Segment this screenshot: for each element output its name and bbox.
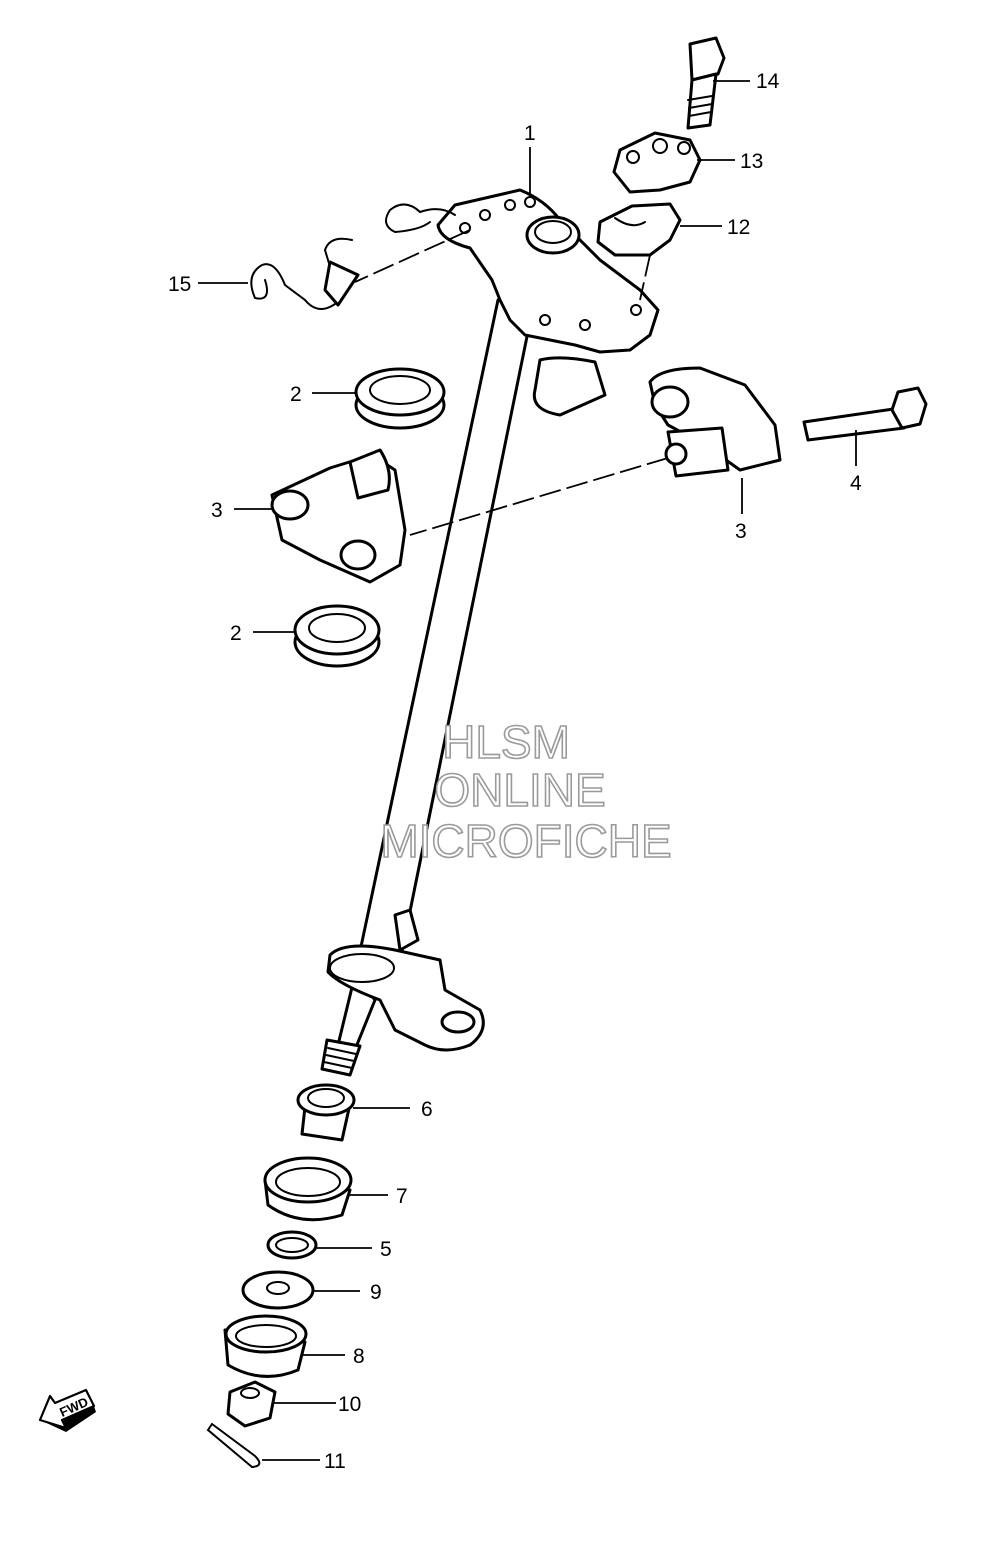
holder-3-left	[270, 448, 407, 584]
callout-4: 4	[850, 472, 862, 495]
callout-15: 15	[168, 273, 191, 296]
bolt-14	[686, 36, 726, 130]
callout-7: 7	[396, 1185, 408, 1208]
nut-10	[226, 1380, 277, 1428]
fwd-arrow-icon: FWD	[38, 1388, 96, 1432]
callout-9: 9	[370, 1281, 382, 1304]
top-plate	[436, 188, 660, 417]
callout-8: 8	[353, 1345, 365, 1368]
spring-clip	[250, 203, 456, 310]
o-ring-5	[266, 1230, 318, 1260]
assembly-lines	[354, 229, 669, 536]
callout-10: 10	[338, 1393, 361, 1416]
callout-14: 14	[756, 70, 780, 93]
holder-3-right	[648, 366, 782, 478]
watermark-line-1: HLSM	[442, 716, 570, 768]
callout-11: 11	[324, 1450, 346, 1473]
lower-clamp-12	[596, 202, 682, 257]
callout-labels: 14 13 12 1 15 2 4 3 3 2 6 7 5 9 8 10 11	[168, 70, 862, 1473]
callout-13: 13	[740, 150, 763, 173]
bolt-4	[802, 386, 928, 442]
callout-12: 12	[727, 216, 750, 239]
callout-2-lower: 2	[230, 622, 242, 645]
steering-shaft	[320, 298, 534, 1077]
collar-6	[296, 1083, 356, 1142]
cup-8	[223, 1314, 308, 1378]
watermark-line-3: MICROFICHE	[380, 815, 671, 867]
callout-6: 6	[421, 1098, 433, 1121]
watermark-line-2: ONLINE	[434, 764, 605, 816]
washer-9	[241, 1270, 315, 1310]
cotter-pin-11	[206, 1422, 261, 1469]
upper-clamp-13	[612, 131, 702, 194]
callout-3-right: 3	[735, 520, 747, 543]
bushing-2-lower	[293, 604, 381, 668]
leader-lines	[198, 80, 857, 1461]
seal-7	[263, 1156, 353, 1222]
bushing-2-upper	[354, 367, 446, 430]
callout-5: 5	[380, 1238, 392, 1261]
callout-2-upper: 2	[290, 383, 302, 406]
callout-3-left: 3	[211, 499, 223, 522]
watermark: HLSM ONLINE MICROFICHE	[380, 715, 673, 868]
callout-1: 1	[524, 122, 536, 145]
